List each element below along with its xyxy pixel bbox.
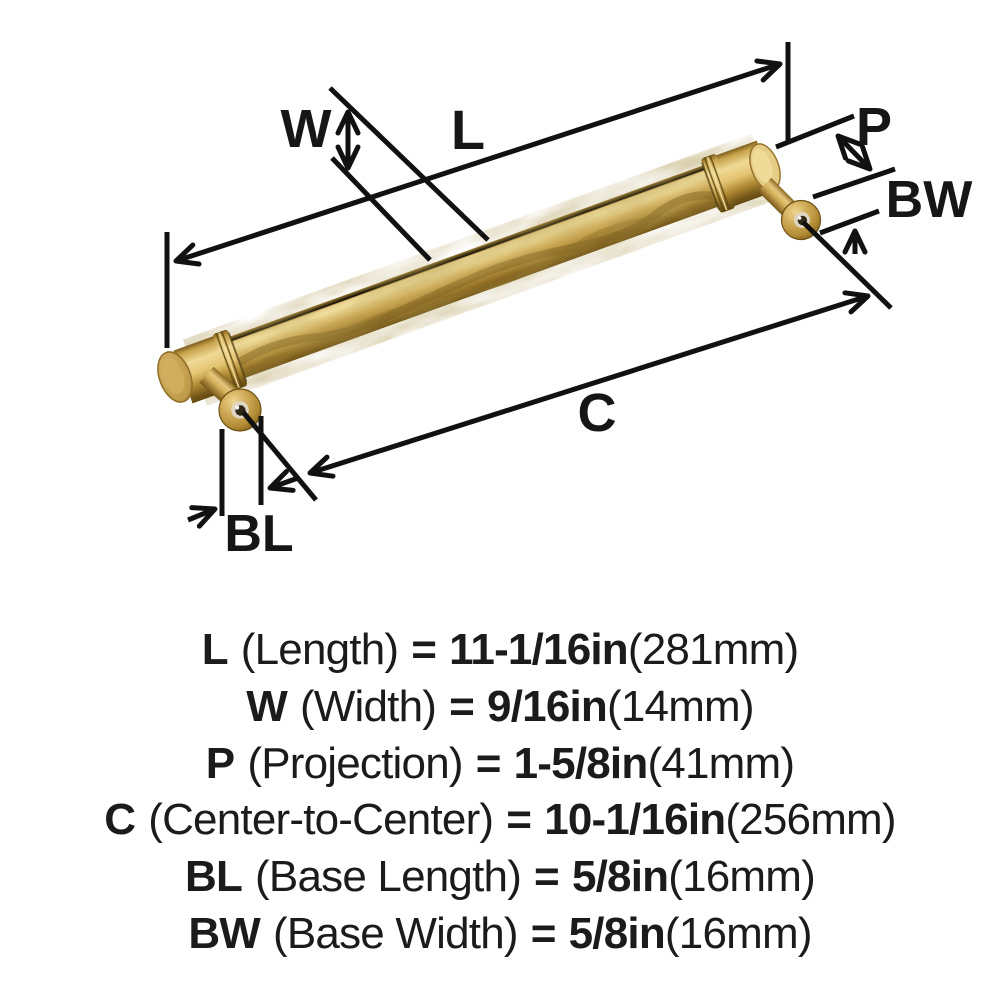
spec-line-base-length: BL(Base Length)=5/8in(16mm) — [0, 849, 1000, 906]
w-extension-lower — [330, 156, 432, 262]
equals-sign: = — [449, 681, 475, 731]
spec-line-length: L(Length)=11-1/16in(281mm) — [0, 622, 1000, 679]
spec-list: L(Length)=11-1/16in(281mm) W(Width)=9/16… — [0, 622, 1000, 963]
label-bl: BL — [224, 505, 293, 563]
label-w: W — [281, 99, 332, 159]
spec-metric: (256mm) — [725, 795, 896, 845]
p-extension — [775, 113, 855, 150]
label-l: L — [451, 98, 485, 161]
spec-metric: (41mm) — [647, 738, 795, 788]
spec-name: (Base Width) — [273, 908, 519, 958]
dimension-lines — [164, 42, 896, 529]
bw-extension-lower — [819, 208, 880, 236]
l-arrow-line — [173, 58, 783, 267]
spec-value: 1-5/8in — [513, 738, 649, 788]
spec-abbr: P — [205, 738, 235, 788]
c-arrow-line — [307, 290, 871, 479]
spec-abbr: W — [246, 681, 288, 731]
bw-dimension — [812, 166, 896, 255]
spec-name: (Projection) — [247, 738, 463, 788]
label-p: P — [856, 97, 892, 157]
bl-dimension — [187, 416, 299, 529]
hammered-texture — [213, 155, 746, 385]
p-arrow-line — [835, 133, 873, 172]
c-extension-left — [241, 410, 318, 502]
label-c: C — [578, 383, 617, 443]
spec-abbr: L — [201, 625, 229, 674]
spec-line-center-to-center: C(Center-to-Center)=10-1/16in(256mm) — [0, 792, 1000, 849]
spec-metric: (14mm) — [607, 681, 755, 731]
w-dimension — [328, 86, 490, 262]
spec-line-width: W(Width)=9/16in(14mm) — [0, 679, 1000, 736]
equals-sign: = — [534, 852, 560, 902]
label-bw: BW — [886, 171, 974, 229]
c-dimension — [241, 220, 893, 502]
spec-value: 10-1/16in — [544, 795, 726, 845]
spec-metric: (281mm) — [627, 625, 799, 674]
spec-abbr: C — [104, 795, 136, 845]
spec-value: 11-1/16in — [449, 625, 629, 674]
bl-left-arrow — [187, 505, 218, 529]
spec-name: (Base Length) — [255, 852, 522, 902]
spec-metric: (16mm) — [664, 908, 813, 958]
equals-sign: = — [411, 625, 437, 674]
spec-value: 5/8in — [571, 852, 669, 902]
bl-right-arrow — [267, 469, 299, 493]
spec-line-projection: P(Projection)=1-5/8in(41mm) — [0, 736, 1000, 793]
spec-value: 5/8in — [568, 908, 666, 958]
equals-sign: = — [530, 908, 557, 958]
dimension-diagram: W L P BW C BL — [157, 42, 974, 563]
bw-extension-upper — [812, 166, 896, 200]
equals-sign: = — [475, 738, 502, 788]
spec-name: (Center-to-Center) — [148, 795, 494, 845]
spec-name: (Width) — [299, 681, 437, 731]
equals-sign: = — [506, 795, 532, 845]
p-dimension — [775, 113, 873, 172]
spec-abbr: BW — [188, 908, 261, 958]
spec-name: (Length) — [240, 625, 399, 674]
spec-abbr: BL — [184, 852, 243, 902]
spec-metric: (16mm) — [668, 852, 816, 902]
l-dimension — [164, 42, 791, 348]
spec-value: 9/16in — [487, 681, 608, 731]
pull-handle — [157, 140, 822, 432]
c-extension-right — [801, 220, 893, 310]
left-cap-face — [157, 351, 193, 403]
spec-line-base-width: BW(Base Width)=5/8in(16mm) — [0, 906, 1000, 963]
